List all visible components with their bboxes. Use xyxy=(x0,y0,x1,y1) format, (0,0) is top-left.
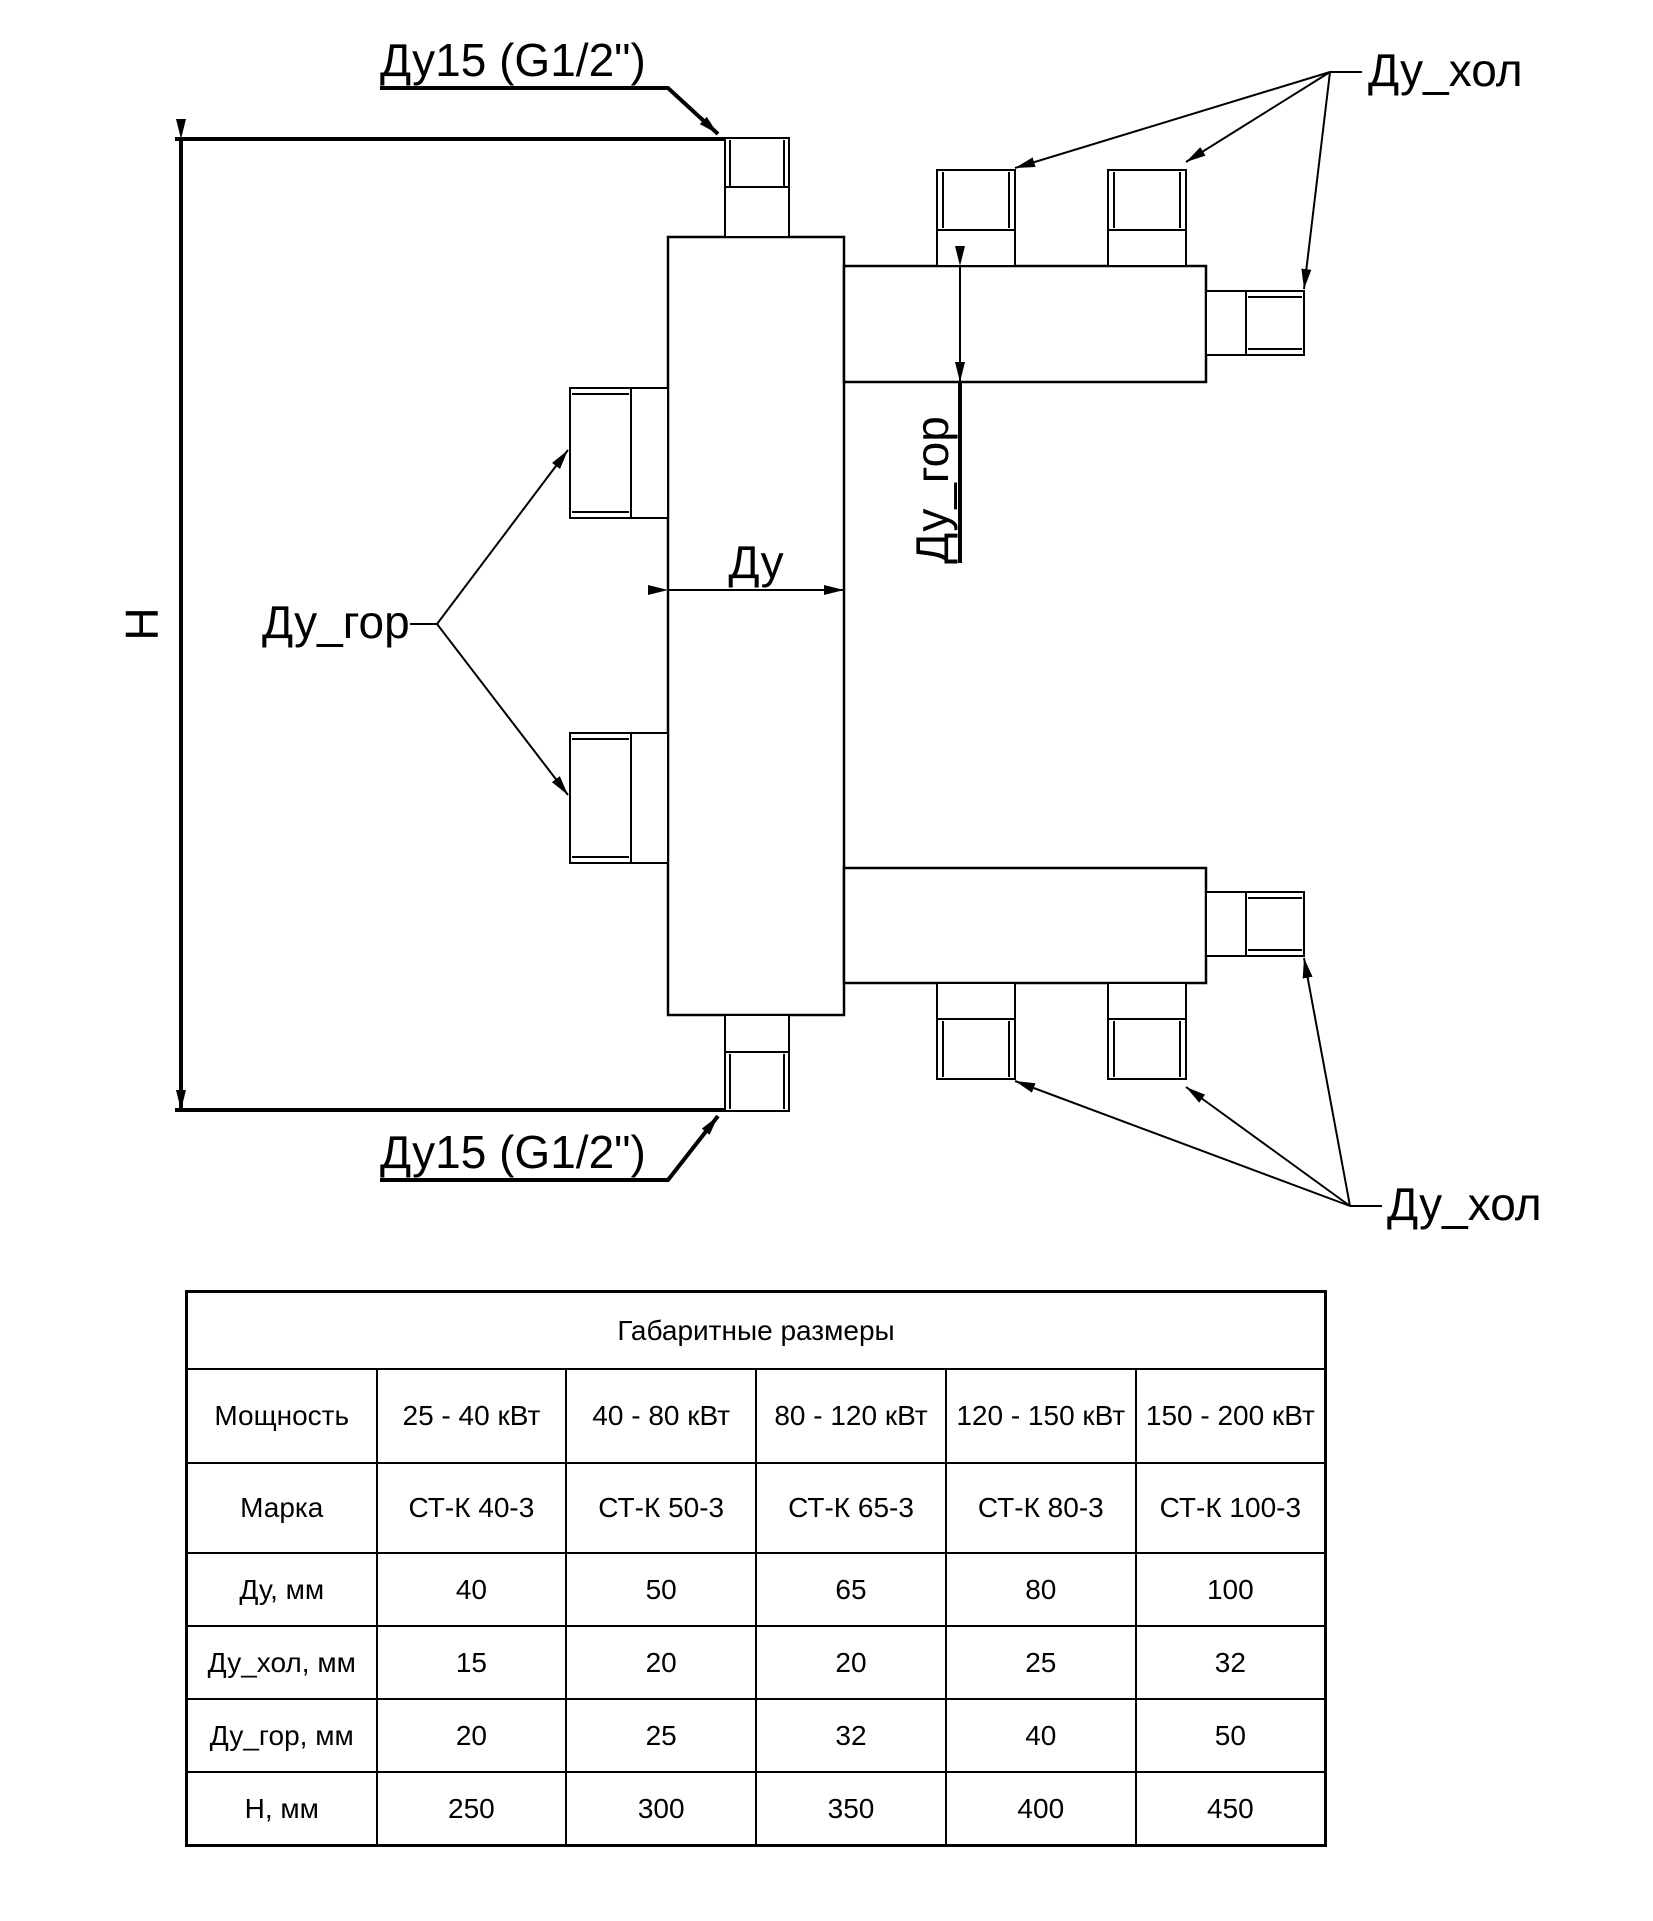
table-cell: 25 xyxy=(565,1698,758,1773)
row-label: Ду, мм xyxy=(185,1552,378,1627)
h-dimension: H xyxy=(116,119,725,1112)
row-label: Марка xyxy=(185,1462,378,1554)
cold-bottom-label: Ду_хол xyxy=(1387,1178,1542,1230)
lower-manifold xyxy=(842,866,1305,1080)
table-row: Ду_гор, мм 20 25 32 40 50 xyxy=(185,1698,1327,1773)
table-row: H, мм 250 300 350 400 450 xyxy=(185,1771,1327,1847)
table-cell: СТ-К 50-3 xyxy=(565,1462,758,1554)
table-cell: 80 xyxy=(944,1552,1137,1627)
row-label: Мощность xyxy=(185,1368,378,1464)
table-cell: 120 - 150 кВт xyxy=(944,1368,1137,1464)
du-dimension: Ду xyxy=(648,536,845,628)
table-cell: 50 xyxy=(1134,1698,1327,1773)
table-cell: 250 xyxy=(375,1771,568,1847)
table-cell: 32 xyxy=(755,1698,947,1773)
top-port-label: Ду15 (G1/2") xyxy=(380,34,646,86)
hot-right-dimension: Ду_гор xyxy=(906,246,965,564)
cold-top-label: Ду_хол xyxy=(1368,44,1523,96)
table-cell: 300 xyxy=(565,1771,758,1847)
h-label: H xyxy=(116,607,168,640)
table-cell: 25 xyxy=(944,1625,1137,1700)
table-title-row: Габаритные размеры xyxy=(185,1290,1327,1370)
bottom-port-callout: Ду15 (G1/2") xyxy=(380,1114,720,1182)
table-cell: 65 xyxy=(755,1552,947,1627)
row-label: Ду_хол, мм xyxy=(185,1625,378,1700)
dimensions-table: Габаритные размеры Мощность 25 - 40 кВт … xyxy=(185,1290,1327,1847)
table-cell: 20 xyxy=(375,1698,568,1773)
table-row: Мощность 25 - 40 кВт 40 - 80 кВт 80 - 12… xyxy=(185,1368,1327,1464)
table-cell: 20 xyxy=(565,1625,758,1700)
table-cell: 80 - 120 кВт xyxy=(755,1368,947,1464)
du-label: Ду xyxy=(728,536,783,588)
table-cell: СТ-К 40-3 xyxy=(375,1462,568,1554)
table-cell: 400 xyxy=(944,1771,1137,1847)
row-label: Ду_гор, мм xyxy=(185,1698,378,1773)
hot-port-lower xyxy=(569,732,669,864)
top-port-callout: Ду15 (G1/2") xyxy=(380,34,720,136)
main-body xyxy=(666,235,846,1017)
table-cell: 50 xyxy=(565,1552,758,1627)
table-cell: 20 xyxy=(755,1625,947,1700)
bottom-port-label: Ду15 (G1/2") xyxy=(380,1126,646,1178)
table-cell: 15 xyxy=(375,1625,568,1700)
table-cell: 25 - 40 кВт xyxy=(375,1368,568,1464)
bottom-g12-port xyxy=(724,1014,790,1112)
hot-left-callout: Ду_гор xyxy=(262,449,569,796)
upper-manifold xyxy=(842,169,1305,384)
table-cell: СТ-К 65-3 xyxy=(755,1462,947,1554)
table-cell: 40 xyxy=(375,1552,568,1627)
row-label: H, мм xyxy=(185,1771,378,1847)
cold-bottom-callout: Ду_хол xyxy=(1014,957,1542,1230)
table-cell: 40 xyxy=(944,1698,1137,1773)
table-cell: СТ-К 80-3 xyxy=(944,1462,1137,1554)
table-cell: 100 xyxy=(1134,1552,1327,1627)
table-cell: 350 xyxy=(755,1771,947,1847)
hydraulic-separator-drawing: H Ду15 (G1/2") Ду15 (G1/2") Ду_гор Ду Ду… xyxy=(116,34,1542,1230)
table-cell: 150 - 200 кВт xyxy=(1134,1368,1327,1464)
table-cell: 32 xyxy=(1134,1625,1327,1700)
hot-left-label: Ду_гор xyxy=(262,596,410,648)
table-row: Марка СТ-К 40-3 СТ-К 50-3 СТ-К 65-3 СТ-К… xyxy=(185,1462,1327,1554)
cold-top-callout: Ду_хол xyxy=(1014,44,1523,290)
table-title: Габаритные размеры xyxy=(185,1290,1327,1370)
table-cell: СТ-К 100-3 xyxy=(1134,1462,1327,1554)
table-cell: 450 xyxy=(1134,1771,1327,1847)
hot-right-label: Ду_гор xyxy=(906,416,958,564)
table-row: Ду_хол, мм 15 20 20 25 32 xyxy=(185,1625,1327,1700)
top-g12-port xyxy=(724,137,790,238)
table-row: Ду, мм 40 50 65 80 100 xyxy=(185,1552,1327,1627)
table-cell: 40 - 80 кВт xyxy=(565,1368,758,1464)
hot-port-upper xyxy=(569,387,669,519)
